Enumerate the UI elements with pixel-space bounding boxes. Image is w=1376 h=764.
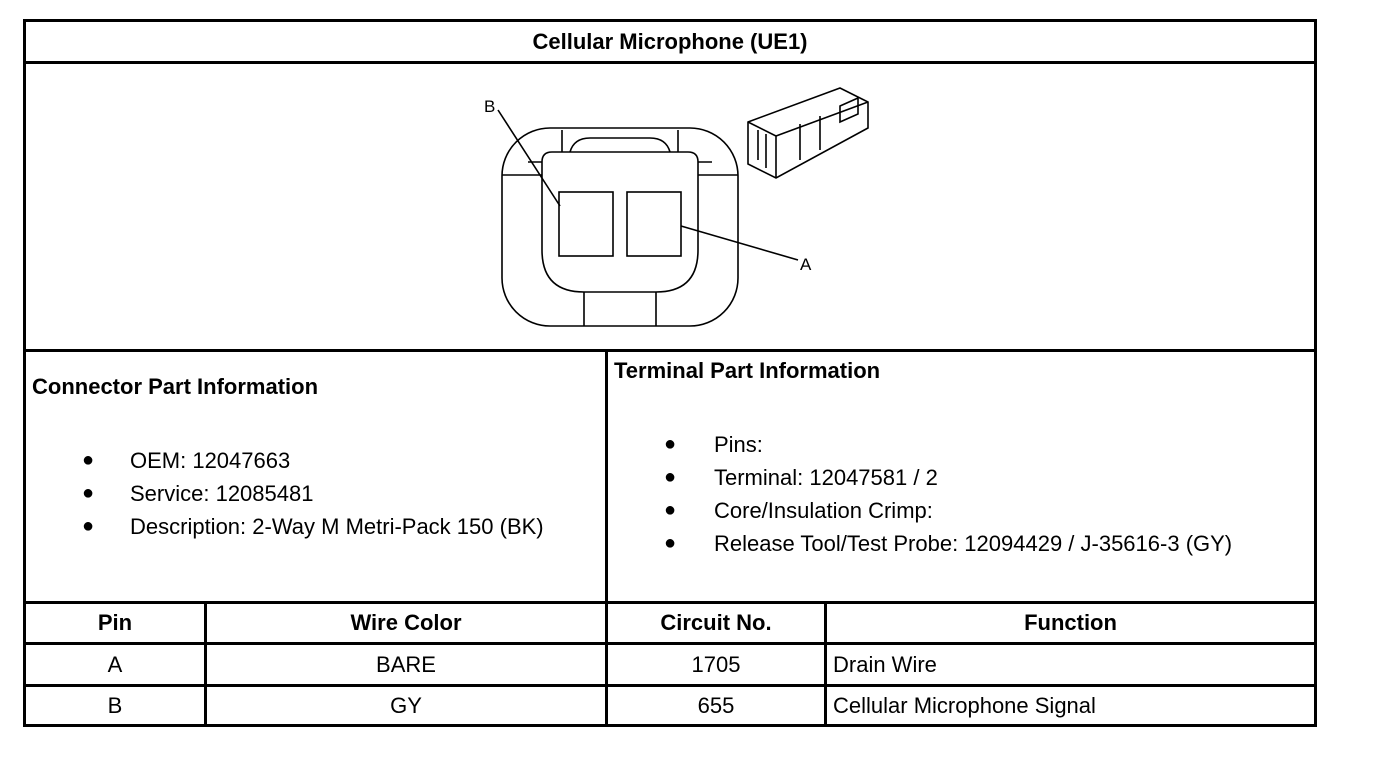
label-a: A xyxy=(800,255,812,274)
rule-over-table xyxy=(23,601,1317,604)
connector-description: Description: 2-Way M Metri-Pack 150 (BK) xyxy=(130,514,544,539)
header-wire-color: Wire Color xyxy=(350,610,462,635)
bullet-icon: ● xyxy=(664,466,677,488)
side-ribs xyxy=(502,161,738,176)
connector-info-list: ● OEM: 12047663 ● Service: 12085481 ● De… xyxy=(82,444,602,543)
row-a-circuit: 1705 xyxy=(691,651,741,677)
cavity-b xyxy=(558,191,614,257)
terminal-pins: Pins: xyxy=(714,432,763,457)
rule-function-col xyxy=(824,601,827,727)
list-item: ● Service: 12085481 xyxy=(82,477,602,510)
row-a-pin: A xyxy=(107,651,123,677)
leader-b xyxy=(497,109,561,207)
rule-under-header xyxy=(23,642,1317,645)
connector-face-diagram: B A xyxy=(484,87,869,327)
terminal-info-list: ● Pins: ● Terminal: 12047581 / 2 ● Core/… xyxy=(664,428,1314,560)
row-b-pin: B xyxy=(107,692,123,718)
row-a-wire-color: BARE xyxy=(376,651,436,677)
list-item: ● Terminal: 12047581 / 2 xyxy=(664,461,1314,494)
connector-service: Service: 12085481 xyxy=(130,481,314,506)
housing-inner xyxy=(541,151,699,293)
leader-a xyxy=(680,225,799,261)
terminal-crimp: Core/Insulation Crimp: xyxy=(714,498,933,523)
rule-between-rows xyxy=(23,684,1317,687)
rule-under-diagram xyxy=(23,349,1317,352)
row-b-wire-color: GY xyxy=(390,692,422,718)
border-top xyxy=(23,19,1317,22)
list-item: ● Core/Insulation Crimp: xyxy=(664,494,1314,527)
connector-info-heading: Connector Part Information xyxy=(32,374,319,399)
list-item: ● OEM: 12047663 xyxy=(82,444,602,477)
row-b-function: Cellular Microphone Signal xyxy=(833,692,1096,718)
label-b: B xyxy=(484,97,495,116)
cavity-a xyxy=(626,191,682,257)
terminal-release-tool: Release Tool/Test Probe: 12094429 / J-35… xyxy=(714,531,1233,556)
header-function: Function xyxy=(1024,610,1117,635)
list-item: ● Pins: xyxy=(664,428,1314,461)
row-a-function: Drain Wire xyxy=(833,651,937,677)
rule-pin-col xyxy=(204,601,207,727)
bullet-icon: ● xyxy=(82,449,95,471)
rule-under-title xyxy=(23,61,1317,64)
top-latch xyxy=(561,130,679,153)
bullet-icon: ● xyxy=(82,482,95,504)
bullet-icon: ● xyxy=(664,532,677,554)
border-right xyxy=(1314,19,1317,727)
bullet-icon: ● xyxy=(82,515,95,537)
page-title: Cellular Microphone (UE1) xyxy=(532,29,808,54)
connector-perspective-icon xyxy=(747,87,869,179)
header-circuit: Circuit No. xyxy=(660,610,772,635)
list-item: ● Release Tool/Test Probe: 12094429 / J-… xyxy=(664,527,1314,560)
terminal-number: Terminal: 12047581 / 2 xyxy=(714,465,938,490)
bullet-icon: ● xyxy=(664,433,677,455)
bullet-icon: ● xyxy=(664,499,677,521)
rule-mid-info xyxy=(605,349,608,727)
connector-oem: OEM: 12047663 xyxy=(130,448,291,473)
row-b-circuit: 655 xyxy=(697,692,735,718)
list-item: ● Description: 2-Way M Metri-Pack 150 (B… xyxy=(82,510,602,543)
border-bottom xyxy=(23,724,1317,727)
terminal-info-heading: Terminal Part Information xyxy=(614,358,881,383)
bottom-tab xyxy=(583,292,657,326)
header-pin: Pin xyxy=(97,610,133,635)
border-left xyxy=(23,19,26,727)
housing-outer xyxy=(501,127,739,327)
